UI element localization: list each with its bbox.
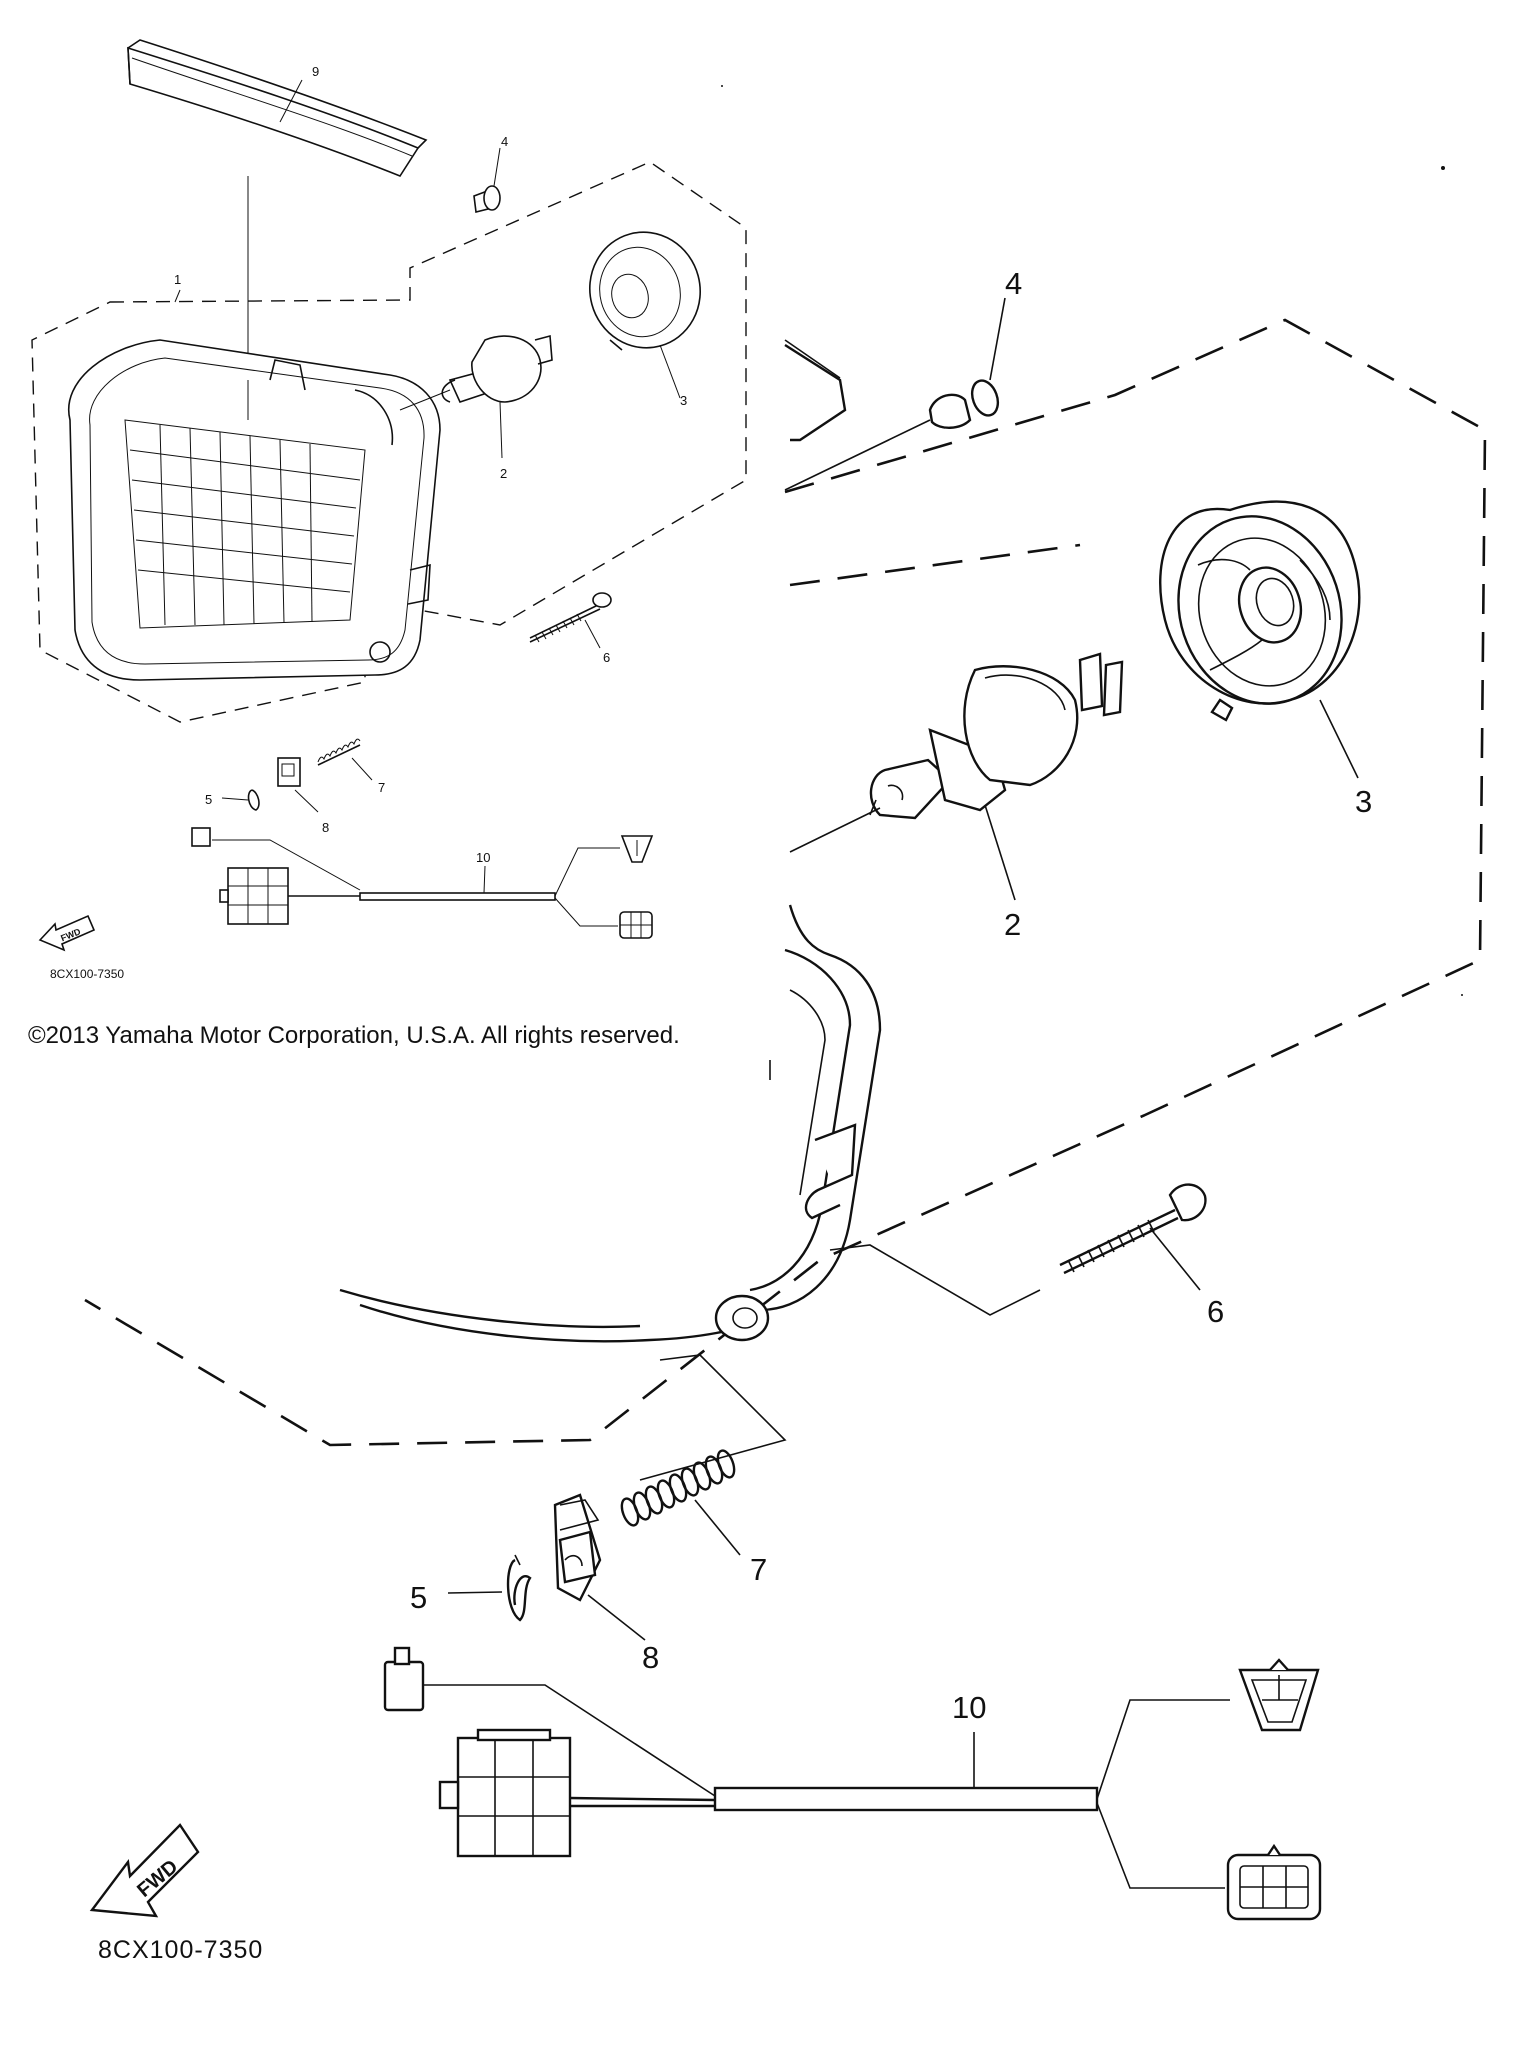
halogen-bulb-detail	[869, 652, 1124, 820]
callout-10-large: 10	[952, 1690, 986, 1725]
nut-bracket	[277, 757, 301, 787]
callout-7-small: 7	[378, 780, 385, 795]
fwd-arrow-small: FWD	[38, 914, 96, 952]
wire-clip-detail	[506, 1554, 532, 1622]
callout-4-large: 4	[1005, 266, 1022, 301]
bolt-detail	[1059, 1183, 1207, 1275]
callout-3-small: 3	[680, 393, 687, 408]
detail-assembly-boundary	[84, 318, 1487, 1447]
callout-9-small: 9	[312, 64, 319, 79]
callout-8-large: 8	[642, 1640, 659, 1675]
copyright-notice: ©2013 Yamaha Motor Corporation, U.S.A. A…	[28, 1022, 680, 1049]
bolt	[529, 592, 612, 643]
detail-diagram: FWD 4 3 2 6 7 5 8 10 8CX100-7350	[84, 266, 1487, 1964]
bulb-cover	[588, 231, 702, 351]
overview-diagram: FWD 1 2 3 4 5 6 7 8 9 10 8CX100-7350	[31, 39, 747, 981]
callout-10-small: 10	[476, 850, 490, 865]
bulb-cover-detail	[1159, 500, 1361, 722]
rivet	[473, 185, 501, 213]
wiring-harness-detail	[383, 1646, 1322, 1921]
adjust-spring	[317, 738, 361, 766]
callout-5-large: 5	[410, 1580, 427, 1615]
overview-assembly-boundary	[31, 161, 747, 723]
callout-2-small: 2	[500, 466, 507, 481]
adjust-spring-detail	[620, 1449, 736, 1527]
callout-1-small: 1	[174, 272, 181, 287]
headlight-housing-detail	[339, 904, 882, 1343]
callout-7-large: 7	[750, 1552, 767, 1587]
callout-4-small: 4	[501, 134, 508, 149]
headlight-unit	[67, 339, 441, 681]
halogen-bulb	[441, 334, 553, 403]
callout-6-large: 6	[1207, 1294, 1224, 1329]
callout-5-small: 5	[205, 792, 212, 807]
visor-strip	[127, 39, 428, 177]
nut-bracket-detail	[553, 1493, 602, 1602]
wire-clip	[247, 789, 260, 811]
rivet-detail	[928, 379, 1000, 429]
diagram-code-small: 8CX100-7350	[50, 967, 124, 981]
callout-2-large: 2	[1004, 907, 1021, 942]
fwd-arrow-large: FWD	[89, 1823, 200, 1918]
wiring-harness	[191, 827, 654, 939]
callout-6-small: 6	[603, 650, 610, 665]
callout-8-small: 8	[322, 820, 329, 835]
diagram-code-large: 8CX100-7350	[98, 1936, 263, 1964]
callout-3-large: 3	[1355, 784, 1372, 819]
